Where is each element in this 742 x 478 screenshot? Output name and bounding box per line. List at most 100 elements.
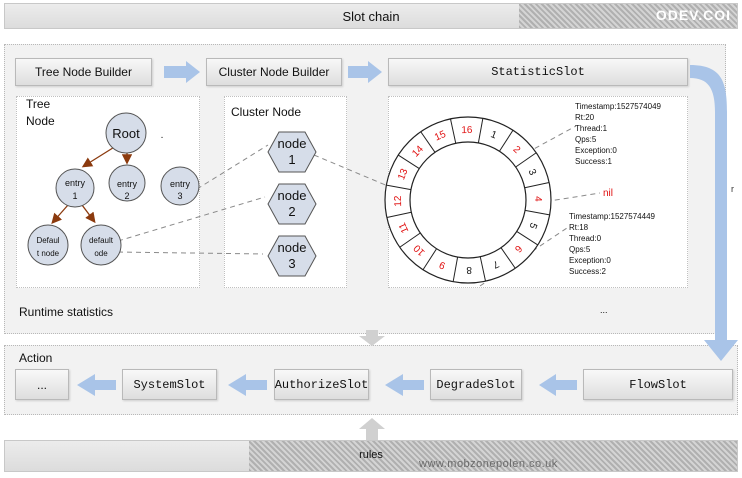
ring-divider: [399, 232, 421, 248]
cluster-node-2-num: 2: [288, 204, 295, 219]
tree-nodes: [27, 112, 200, 266]
flow-slot[interactable]: FlowSlot: [583, 369, 733, 400]
ring-divider: [500, 247, 516, 269]
tree-node-entry1[interactable]: [55, 168, 95, 208]
tree-node-entry3[interactable]: [160, 166, 200, 206]
ring-ellipsis: ...: [600, 305, 608, 315]
cluster-node-2[interactable]: [267, 183, 317, 225]
entry3-num: 3: [177, 191, 182, 201]
authorize-slot[interactable]: AuthorizeSlot: [274, 369, 369, 400]
statistic-slot[interactable]: StatisticSlot: [388, 58, 688, 86]
ring-divider: [479, 256, 487, 282]
cluster-node-3-name: node: [278, 240, 307, 255]
stats-bottom-line: Success:2: [569, 267, 606, 276]
stats-bottom-line: Timestamp:1527574449: [569, 212, 656, 221]
nil-label: nil: [603, 188, 613, 199]
arrow-up-icon: [359, 418, 385, 440]
cluster-node-2-name: node: [278, 188, 307, 203]
stats-bottom-line: Exception:0: [569, 256, 611, 265]
tree-edge: [81, 204, 96, 224]
stats-bottom-line: Thread:0: [569, 234, 602, 243]
root-label: Root: [112, 126, 140, 141]
tree-node-root[interactable]: [105, 112, 147, 154]
header-watermark-text: ODEV.COI: [655, 7, 731, 23]
tree-node-default-ode[interactable]: [80, 224, 122, 266]
stats-top-line: Rt:20: [575, 113, 595, 122]
cluster-node-3[interactable]: [267, 235, 317, 277]
arrow-right-icon: [348, 61, 382, 83]
stats-top-line: Exception:0: [575, 146, 617, 155]
tree-node-title-line2: Node: [26, 114, 55, 128]
entry1-num: 1: [72, 191, 77, 201]
arrow-right-icon: [164, 61, 200, 83]
ring-segment-label: 13: [396, 167, 410, 182]
stats-bottom-line: Rt:18: [569, 223, 589, 232]
authorize-slot-label: AuthorizeSlot: [274, 377, 369, 392]
ring-segment-label: 4: [532, 196, 543, 202]
tree-node-default-node[interactable]: [27, 224, 69, 266]
ring-segment-label: 7: [491, 258, 501, 270]
rules-banner: www.mobzonepolen.co.uk rules: [4, 440, 738, 472]
rules-label: rules: [359, 449, 383, 461]
ring-divider: [452, 256, 459, 282]
slot-chain-banner: Slot chain ODEV.COI: [4, 3, 738, 29]
footer-watermark: www.mobzonepolen.co.uk: [249, 441, 737, 471]
tree-node-builder[interactable]: Tree Node Builder: [15, 58, 152, 86]
system-slot[interactable]: SystemSlot: [122, 369, 217, 400]
ring-divider: [386, 211, 412, 219]
tree-node-entry2[interactable]: [108, 164, 146, 202]
ring-segment-label: 1: [489, 129, 499, 141]
ring-divider: [524, 209, 550, 216]
ring-segment-label: 6: [512, 243, 524, 255]
arrow-left-icon: [539, 374, 577, 396]
ellipsis-slot[interactable]: ...: [15, 369, 69, 400]
curved-arrow-icon: [690, 65, 738, 361]
default-ode-line2: ode: [94, 249, 108, 258]
default-ode-line1: default: [89, 236, 114, 245]
entry2-label: entry: [117, 179, 138, 189]
ring-divider: [397, 154, 420, 169]
arrow-left-icon: [77, 374, 116, 396]
tree-edge: [51, 204, 69, 224]
cluster-node-1-name: node: [278, 136, 307, 151]
arrow-down-icon: [359, 330, 385, 346]
default-node-line2: t node: [37, 249, 60, 258]
stats-bottom-line: Qps:5: [569, 245, 591, 254]
tree-node-title-line1: Tree: [26, 97, 51, 111]
action-title: Action: [19, 351, 53, 365]
ring-inner: [409, 141, 527, 259]
flow-slot-label: FlowSlot: [629, 377, 687, 392]
entry3-label: entry: [170, 179, 191, 189]
ring-divider: [386, 184, 412, 191]
ring-divider: [516, 231, 539, 246]
ring-divider: [499, 129, 514, 152]
footer-watermark-text: www.mobzonepolen.co.uk: [419, 458, 558, 470]
ring-divider: [422, 248, 437, 271]
stats-top-line: Success:1: [575, 157, 612, 166]
stats-top-line: Timestamp:1527574049: [575, 102, 662, 111]
entry2-num: 2: [124, 191, 129, 201]
cluster-node-1[interactable]: [267, 131, 317, 173]
cluster-node-title: Cluster Node: [231, 105, 302, 119]
ring-divider: [515, 152, 537, 168]
stats-top-line: Thread:1: [575, 124, 608, 133]
ring-segment-label: 15: [433, 129, 448, 144]
ring-divider: [524, 181, 550, 189]
ellipsis-slot-label: ...: [36, 377, 47, 392]
system-slot-label: SystemSlot: [133, 377, 206, 392]
ring-divider: [449, 118, 457, 144]
entry1-label: entry: [65, 178, 86, 188]
degrade-slot[interactable]: DegradeSlot: [430, 369, 522, 400]
arrow-left-icon: [228, 374, 267, 396]
stats-top-line: Qps:5: [575, 135, 597, 144]
ring-segment-label: 12: [393, 195, 404, 207]
header-watermark: ODEV.COI: [519, 4, 737, 28]
ring-segment-label: 16: [461, 125, 473, 136]
ring-segment-label: 11: [397, 220, 411, 234]
slot-chain-title: Slot chain: [342, 9, 400, 24]
tree-node-title: Tree Node: [26, 96, 55, 130]
cluster-node-builder[interactable]: Cluster Node Builder: [206, 58, 342, 86]
side-label: r: [731, 184, 734, 194]
